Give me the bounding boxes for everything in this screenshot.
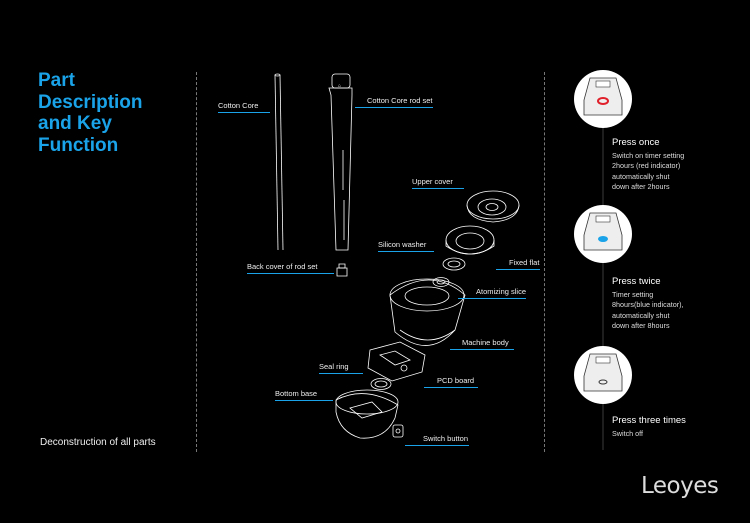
bottom-base-part: [335, 389, 399, 439]
svg-text:⌂: ⌂: [338, 83, 341, 89]
underline-switch-button: [405, 445, 469, 446]
step-3-title: Press three times: [612, 415, 686, 426]
step-1-line-2: 2hours (red indicator): [612, 161, 681, 171]
title-line-2: Description: [38, 91, 143, 113]
fixed-flat-part: [445, 225, 495, 255]
step-2-line-2: 8hours(blue indicator),: [612, 300, 684, 310]
underline-silicon-washer: [378, 251, 434, 252]
underline-cotton-core: [218, 112, 270, 113]
title-line-4: Function: [38, 134, 119, 156]
brand-logo: Leoyes: [641, 473, 719, 499]
press-twice-illustration: [574, 205, 632, 263]
label-pcd-board: PCD board: [437, 376, 475, 385]
seal-ring-part: [370, 378, 392, 390]
underline-rod-set: [355, 107, 433, 108]
step-2-title: Press twice: [612, 276, 661, 287]
press-once-illustration: [574, 70, 632, 450]
label-fixed-flat: Fixed flat: [509, 258, 540, 267]
underline-seal-ring: [319, 373, 363, 374]
upper-cover-part: [466, 190, 520, 223]
step-3-line-1: Switch off: [612, 429, 644, 438]
label-seal-ring: Seal ring: [319, 362, 349, 371]
label-switch-button: Switch button: [423, 434, 469, 443]
cotton-core-rod-set-part: ⌂: [328, 73, 353, 251]
title-line-1: Part: [38, 70, 75, 91]
title-line-3: and Key: [38, 113, 112, 134]
label-cotton-core: Cotton Core: [218, 101, 259, 110]
label-back-cover: Back cover of rod set: [247, 262, 318, 271]
label-cotton-core-rod-set: Cotton Core rod set: [367, 96, 433, 105]
back-cover-part: [336, 263, 348, 277]
underline-upper-cover: [412, 188, 464, 189]
press-three-times-illustration: [574, 346, 632, 404]
step-1-title: Press once: [612, 137, 660, 148]
pcd-board-part: [367, 341, 426, 382]
cotton-core-part: [274, 73, 284, 251]
machine-body-part: [389, 278, 466, 346]
label-silicon-washer: Silicon washer: [378, 240, 427, 249]
underline-atomizing-slice: [458, 298, 526, 299]
label-upper-cover: Upper cover: [412, 177, 453, 186]
underline-back-cover: [247, 273, 334, 274]
label-machine-body: Machine body: [462, 338, 509, 347]
switch-button-part: [392, 424, 404, 438]
step-2-line-4: down after 8hours: [612, 321, 670, 331]
divider-right: [544, 72, 545, 452]
step-2-description: Timer setting 8hours(blue indicator), au…: [612, 290, 722, 332]
underline-bottom-base: [275, 400, 333, 401]
underline-pcd-board: [424, 387, 478, 388]
underline-machine-body: [450, 349, 514, 350]
step-2-line-3: automatically shut: [612, 310, 670, 320]
step-2-line-1: Timer setting: [612, 290, 654, 299]
silicon-washer-part: [442, 257, 466, 271]
page-title: Part Description and Key Function: [38, 70, 188, 156]
divider-left: [196, 72, 197, 452]
step-1-description: Switch on timer setting 2hours (red indi…: [612, 151, 722, 193]
step-3-description: Switch off: [612, 429, 722, 439]
step-1-line-3: automatically shut: [612, 171, 670, 181]
label-bottom-base: Bottom base: [275, 389, 318, 398]
footer-caption: Deconstruction of all parts: [40, 437, 156, 448]
step-1-line-1: Switch on timer setting: [612, 151, 685, 160]
underline-fixed-flat: [496, 269, 540, 270]
step-1-line-4: down after 2hours: [612, 182, 670, 192]
label-atomizing-slice: Atomizing slice: [476, 287, 527, 296]
